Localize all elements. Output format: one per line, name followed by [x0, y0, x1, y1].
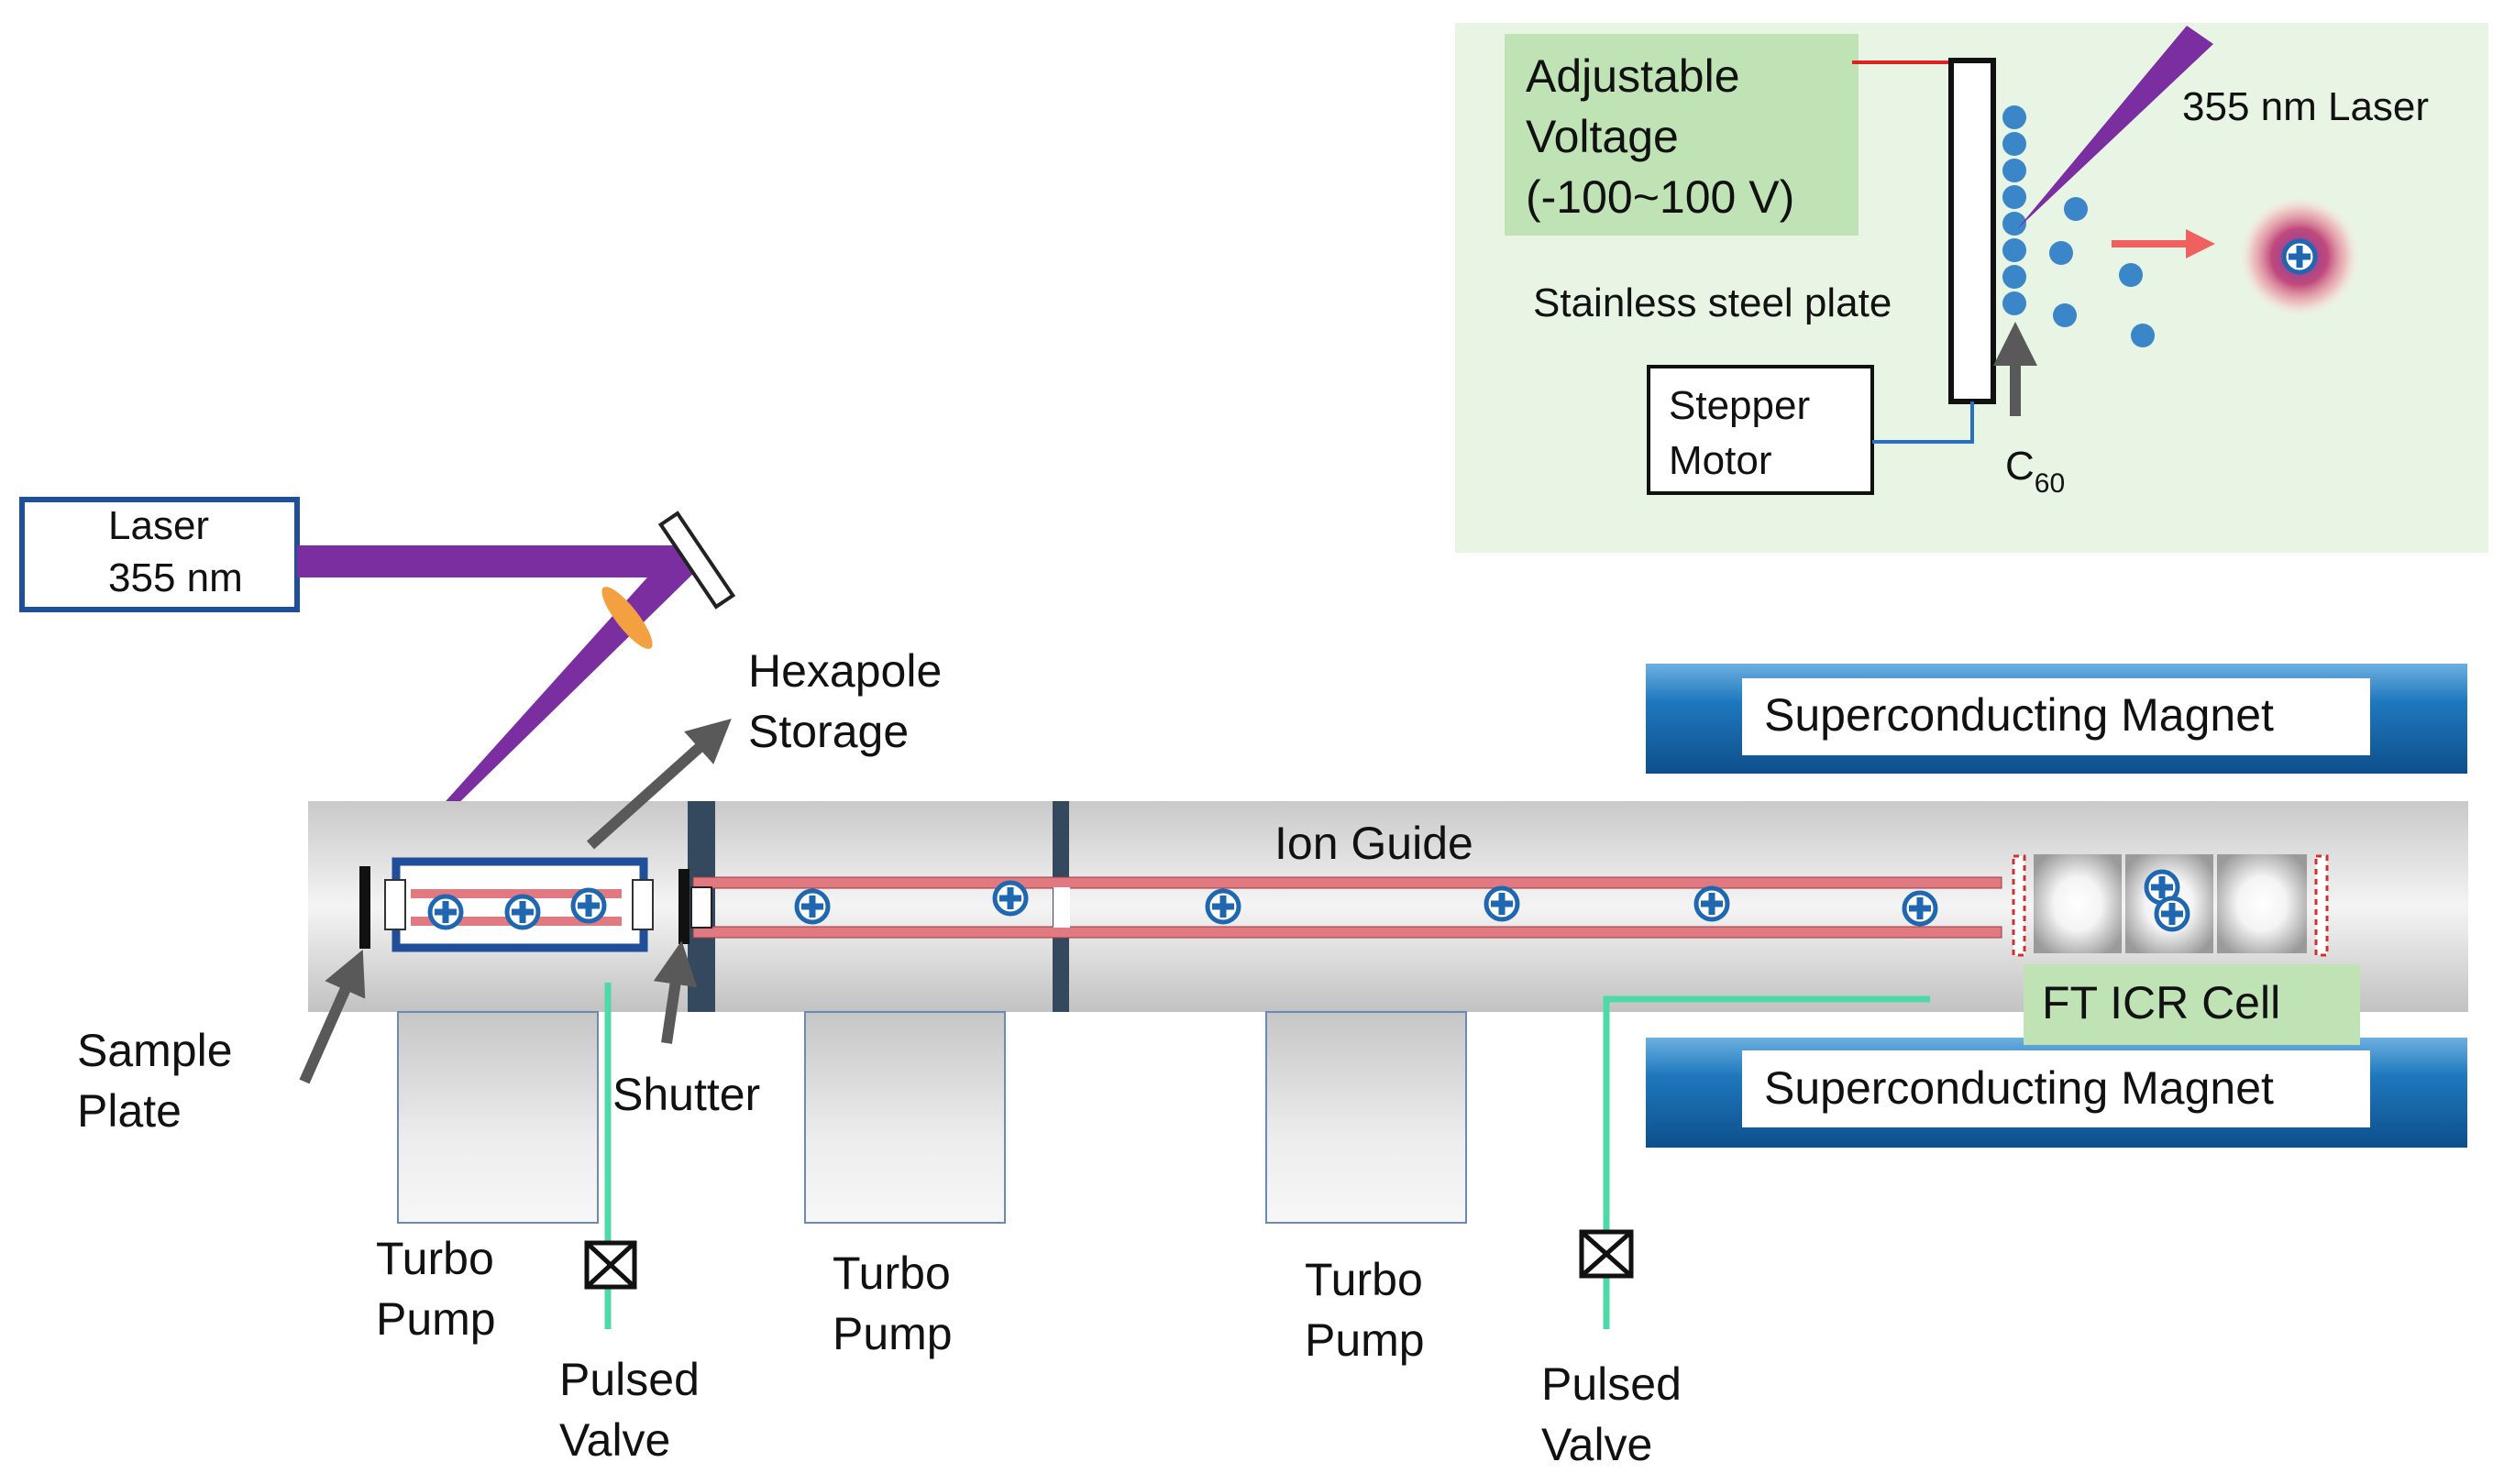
- ion-guide-label: Ion Guide: [1274, 818, 1473, 869]
- inset-panel: Adjustable Voltage (-100~100 V) Stainles…: [1455, 23, 2488, 553]
- voltage-label-box: [1505, 34, 1859, 236]
- turbo-pump-1-label-line1: Turbo: [376, 1233, 494, 1284]
- pulsed-valve-2-label-line1: Pulsed: [1541, 1358, 1682, 1410]
- magnet-bottom-label: Superconducting Magnet: [1764, 1062, 2274, 1114]
- gas-line-2: [1603, 995, 1930, 1329]
- hexapole-pointer-arrow: [586, 718, 732, 850]
- ion-guide-rod-bottom: [692, 926, 2002, 939]
- stepper-motor-box: [1647, 365, 1874, 495]
- icr-trap-plate-right: [2314, 854, 2329, 957]
- sample-plate-label-line2: Plate: [77, 1085, 182, 1137]
- ion-icon: [430, 896, 461, 928]
- inset-ion-icon: [2284, 241, 2315, 272]
- ion-icon: [573, 890, 604, 921]
- stainless-steel-plate: [1948, 58, 1996, 404]
- pulsed-valve-1-label-line1: Pulsed: [559, 1354, 700, 1405]
- sample-plate-pointer-arrow: [299, 950, 366, 1084]
- ion-icon: [797, 891, 828, 922]
- ion-guide-rod-top: [692, 876, 2002, 889]
- shutter: [678, 869, 689, 944]
- ion-guide-aperture: [1053, 887, 1070, 928]
- c60-label: C60: [2005, 444, 2065, 499]
- hexapole-rod-top: [411, 889, 622, 898]
- voltage-label-line3: (-100~100 V): [1526, 171, 1794, 223]
- inset-laser-label: 355 nm Laser: [2182, 84, 2429, 129]
- ion-icon: [2157, 898, 2188, 929]
- turbo-pump-2-label-line1: Turbo: [833, 1248, 951, 1299]
- stepper-label-line2: Motor: [1669, 438, 1771, 483]
- ion-icon: [1208, 891, 1239, 922]
- hexapole-label-line2: Storage: [748, 706, 909, 757]
- laser-mirror: [657, 511, 736, 610]
- hexapole-label-line1: Hexapole: [748, 645, 942, 697]
- hexapole-end-right: [632, 879, 654, 930]
- voltage-label-line1: Adjustable: [1526, 50, 1740, 102]
- c60-molecules: [2002, 105, 2155, 347]
- icr-trap-plate-left: [2012, 854, 2026, 957]
- shutter-label: Shutter: [612, 1069, 760, 1120]
- ft-icr-label-box: [2024, 964, 2360, 1045]
- ion-icon: [507, 896, 538, 928]
- laser-beam-focused: [389, 550, 699, 866]
- laser-beam-horizontal: [297, 545, 692, 577]
- ion-icon: [1696, 888, 1727, 919]
- sample-plate: [359, 866, 370, 949]
- ft-icr-label: FT ICR Cell: [2042, 977, 2280, 1028]
- turbo-pump-3-label-line1: Turbo: [1305, 1254, 1423, 1305]
- ft-icr-cell: [2012, 854, 2329, 957]
- sample-plate-label-line1: Sample: [77, 1025, 233, 1076]
- icr-cell-segment: [2217, 854, 2307, 953]
- laser-box-line2: 355 nm: [108, 555, 243, 600]
- turbo-pump-2-label-line2: Pump: [833, 1308, 953, 1359]
- icr-cell-segment: [2034, 854, 2122, 953]
- ion-icon: [1904, 893, 1936, 924]
- stepper-wire: [1872, 401, 1974, 444]
- laser-box-line1: Laser: [108, 503, 209, 548]
- stepper-label-line1: Stepper: [1669, 383, 1810, 428]
- magnet-top-label-box: [1742, 678, 2370, 755]
- ion-icon: [995, 883, 1026, 914]
- focusing-lens: [601, 587, 653, 649]
- hexapole-end-left: [384, 879, 406, 930]
- ion-icon: [1486, 888, 1517, 919]
- inset-laser-beam: [2017, 26, 2213, 229]
- voltage-label-line2: Voltage: [1526, 111, 1679, 162]
- magnet-bottom-label-box: [1742, 1050, 2370, 1127]
- turbo-pump-3: [1265, 1011, 1467, 1224]
- pulsed-valve-2-icon: [1579, 1229, 1634, 1279]
- turbo-pump-1: [397, 1011, 599, 1224]
- magnet-top-label: Superconducting Magnet: [1764, 689, 2274, 741]
- turbo-pump-1-label-line2: Pump: [376, 1293, 496, 1345]
- shutter-pointer-arrow: [653, 940, 698, 1044]
- pulsed-valve-2-label-line2: Valve: [1541, 1419, 1652, 1470]
- laser-source-box: [19, 497, 300, 612]
- pulsed-valve-1-label-line2: Valve: [559, 1414, 670, 1466]
- plate-label: Stainless steel plate: [1533, 280, 1892, 325]
- turbo-pump-2: [804, 1011, 1006, 1224]
- shutter-aperture: [690, 886, 712, 929]
- turbo-pump-3-label-line2: Pump: [1305, 1314, 1425, 1366]
- pulsed-valve-1-icon: [584, 1240, 637, 1290]
